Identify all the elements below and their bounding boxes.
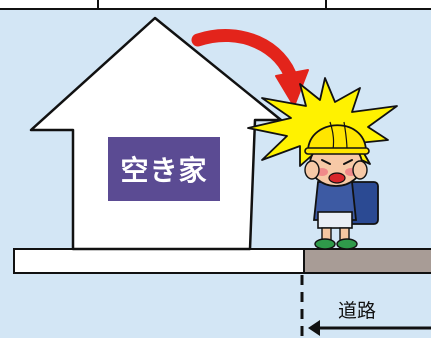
child-with-helmet-icon [304,121,379,250]
vacant-house-icon [29,16,283,251]
vacant-house-label: 空き家 [108,137,220,201]
road-extent-arrow-icon [308,320,431,336]
top-border-strip [0,0,431,10]
road-label: 道路 [338,300,377,322]
ground [13,248,431,274]
